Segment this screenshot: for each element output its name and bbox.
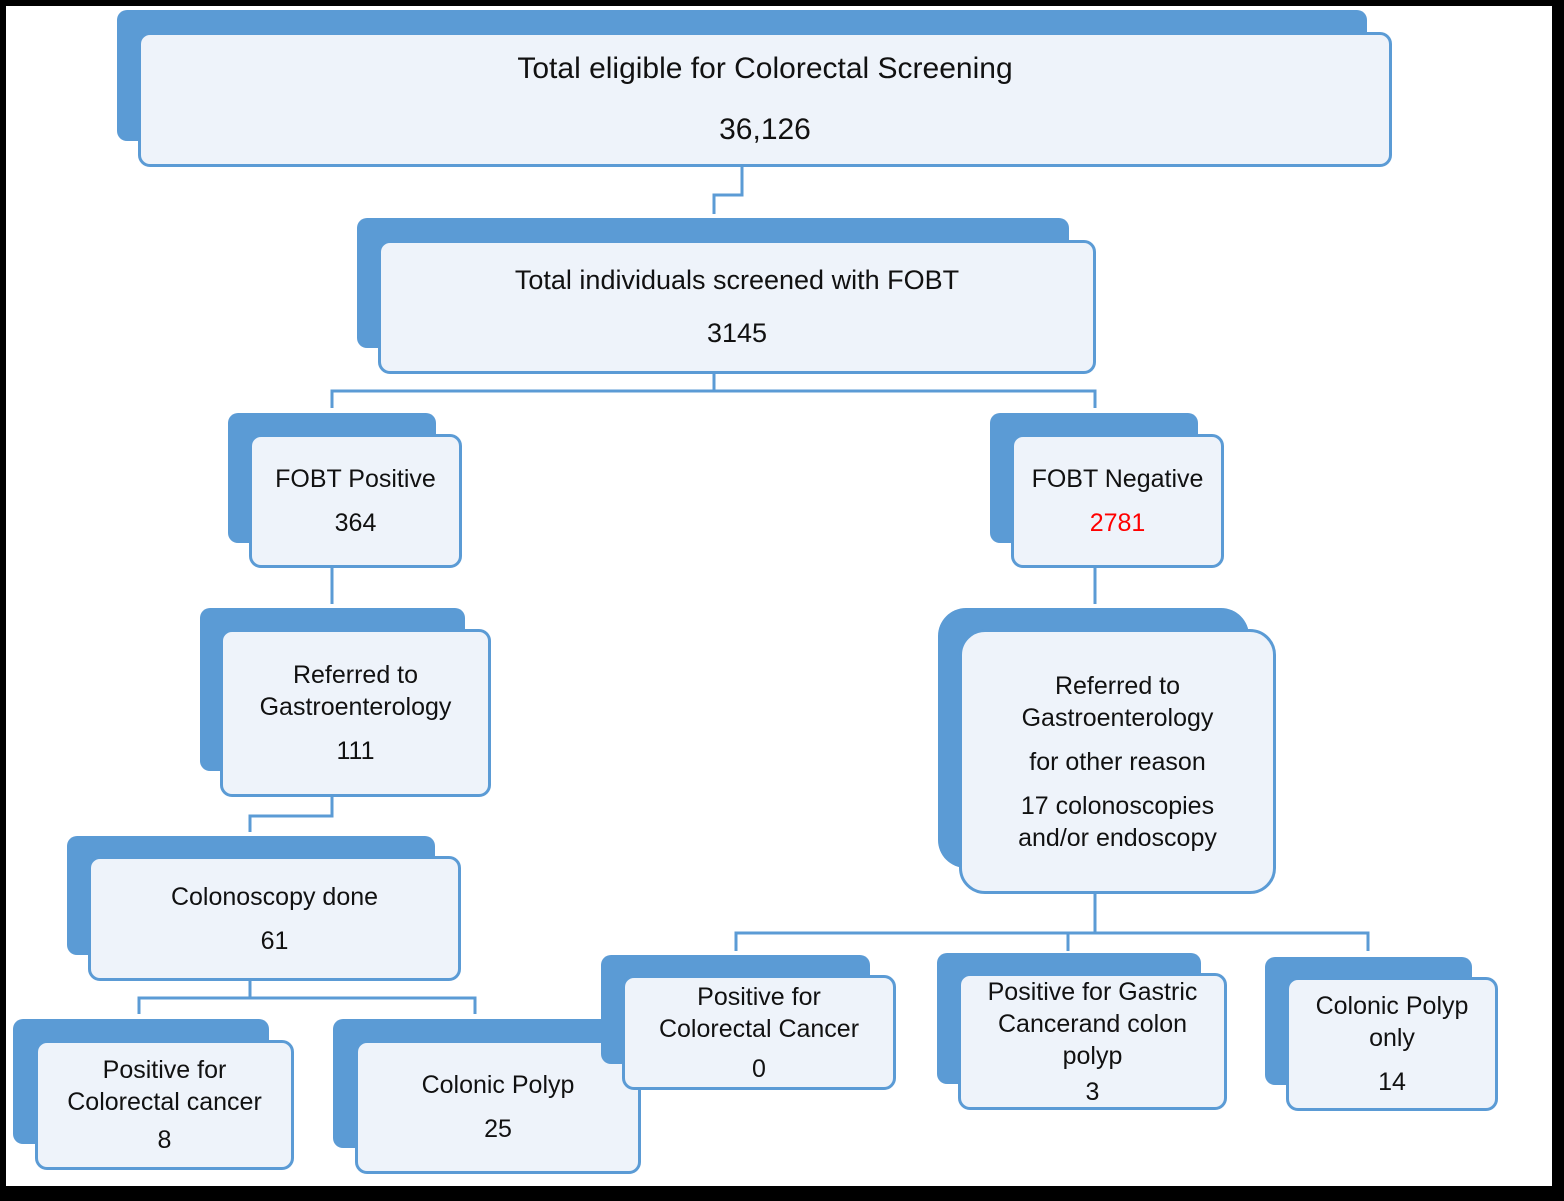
node-label: Positive for Gastric Cancerand colon pol… <box>987 977 1198 1070</box>
node-value: 61 <box>260 926 289 955</box>
node-body: Total individuals screened with FOBT 314… <box>378 240 1096 374</box>
node-colonic-polyp-left: Colonic Polyp 25 <box>333 1019 641 1174</box>
node-colonic-polyp-only: Colonic Polyp only 14 <box>1265 957 1498 1111</box>
node-total-eligible: Total eligible for Colorectal Screening … <box>117 10 1392 167</box>
node-value: 111 <box>336 737 375 765</box>
node-body: Colonoscopy done 61 <box>88 856 461 981</box>
node-label: Colonic Polyp <box>421 1071 575 1099</box>
node-value: 3 <box>1085 1077 1100 1106</box>
connector-referred-to-colonoscopy <box>248 795 334 832</box>
node-fobt-positive: FOBT Positive 364 <box>228 413 462 568</box>
node-value: 25 <box>484 1115 512 1143</box>
node-value: 17 colonoscopies and/or endoscopy <box>1018 791 1217 852</box>
node-body: Positive for Gastric Cancerand colon pol… <box>958 973 1227 1110</box>
connector-colonoscopy-to-results <box>137 996 477 1014</box>
node-positive-gastric-colon: Positive for Gastric Cancerand colon pol… <box>937 953 1227 1110</box>
connector-other-to-results <box>734 931 1370 951</box>
node-label: Positive for Colorectal cancer <box>67 1056 262 1116</box>
node-referred-other: Referred to Gastroenterology for other r… <box>938 608 1276 894</box>
node-label: Referred to Gastroenterology <box>1021 671 1214 732</box>
node-value: 0 <box>752 1054 766 1083</box>
node-body: FOBT Negative 2781 <box>1011 434 1224 568</box>
node-body: Referred to Gastroenterology for other r… <box>959 629 1276 894</box>
node-positive-colorectal-left: Positive for Colorectal cancer 8 <box>13 1019 294 1170</box>
node-body: Positive for Colorectal Cancer 0 <box>622 975 896 1090</box>
node-value: 8 <box>157 1126 172 1154</box>
node-label: Referred to Gastroenterology <box>259 661 452 721</box>
connector-eligible-to-screened <box>712 166 744 214</box>
node-body: Colonic Polyp only 14 <box>1286 977 1498 1111</box>
node-value: 14 <box>1378 1068 1406 1096</box>
connector-screened-to-branches <box>330 389 1097 408</box>
node-body: Colonic Polyp 25 <box>355 1040 641 1174</box>
connector-lines <box>137 166 1370 1014</box>
node-body: Positive for Colorectal cancer 8 <box>35 1040 294 1170</box>
node-label: Total eligible for Colorectal Screening <box>517 52 1013 86</box>
node-label: FOBT Negative <box>1031 465 1204 493</box>
node-fobt-negative: FOBT Negative 2781 <box>990 413 1224 568</box>
node-label: Total individuals screened with FOBT <box>514 265 960 296</box>
node-body: Referred to Gastroenterology 111 <box>220 629 491 797</box>
node-referred-gastro: Referred to Gastroenterology 111 <box>200 608 491 797</box>
node-value: 36,126 <box>719 112 811 146</box>
node-label: Colonic Polyp only <box>1315 992 1469 1052</box>
node-colonoscopy-done: Colonoscopy done 61 <box>67 836 461 981</box>
node-value: 3145 <box>706 318 768 348</box>
node-label: Positive for Colorectal Cancer <box>658 982 860 1043</box>
node-label: FOBT Positive <box>275 465 436 493</box>
node-positive-colorectal-right: Positive for Colorectal Cancer 0 <box>601 955 896 1090</box>
node-label-secondary: for other reason <box>1029 747 1206 776</box>
node-body: Total eligible for Colorectal Screening … <box>138 32 1392 167</box>
node-body: FOBT Positive 364 <box>249 434 462 568</box>
node-value-highlight: 2781 <box>1089 509 1146 537</box>
node-value: 364 <box>334 509 377 537</box>
node-label: Colonoscopy done <box>170 882 379 911</box>
flowchart-canvas: Total eligible for Colorectal Screening … <box>6 6 1552 1186</box>
node-screened-fobt: Total individuals screened with FOBT 314… <box>357 218 1096 374</box>
